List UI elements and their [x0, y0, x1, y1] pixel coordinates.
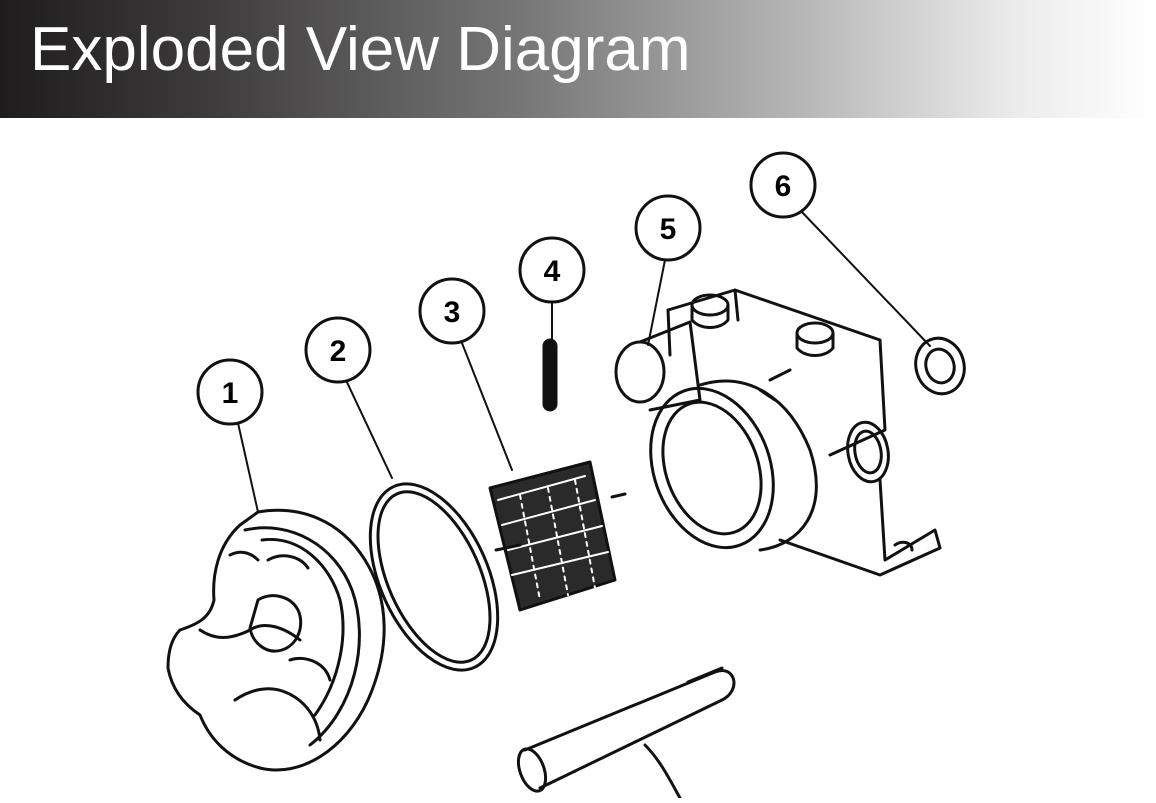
callout-6: 6: [749, 151, 817, 219]
page-title: Exploded View Diagram: [30, 15, 691, 84]
callout-5: 5: [634, 194, 702, 262]
callout-number: 6: [775, 170, 792, 203]
leader-lines: [237, 209, 931, 513]
part-drive-pin: [542, 338, 558, 412]
callout-number: 4: [544, 255, 561, 288]
part-impeller: [488, 460, 627, 612]
part-pump-body: [614, 288, 942, 577]
callout-number: 5: [660, 213, 677, 246]
part-shaft: [516, 666, 736, 800]
callout-number: 1: [222, 377, 239, 410]
callout-number: 3: [444, 296, 461, 329]
part-shaft-seal: [914, 336, 966, 396]
callout-4: 4: [518, 236, 586, 304]
exploded-view-diagram: 1 2 3 4 5 6: [0, 118, 1156, 800]
callout-number: 2: [330, 335, 347, 368]
callout-3: 3: [418, 277, 486, 345]
part-o-ring: [368, 482, 500, 672]
diagram-canvas: 1 2 3 4 5 6: [166, 151, 966, 800]
callout-1: 1: [196, 358, 264, 426]
header-banner: Exploded View Diagram: [0, 0, 1156, 118]
part-end-cover: [166, 508, 386, 772]
callout-2: 2: [304, 316, 372, 384]
